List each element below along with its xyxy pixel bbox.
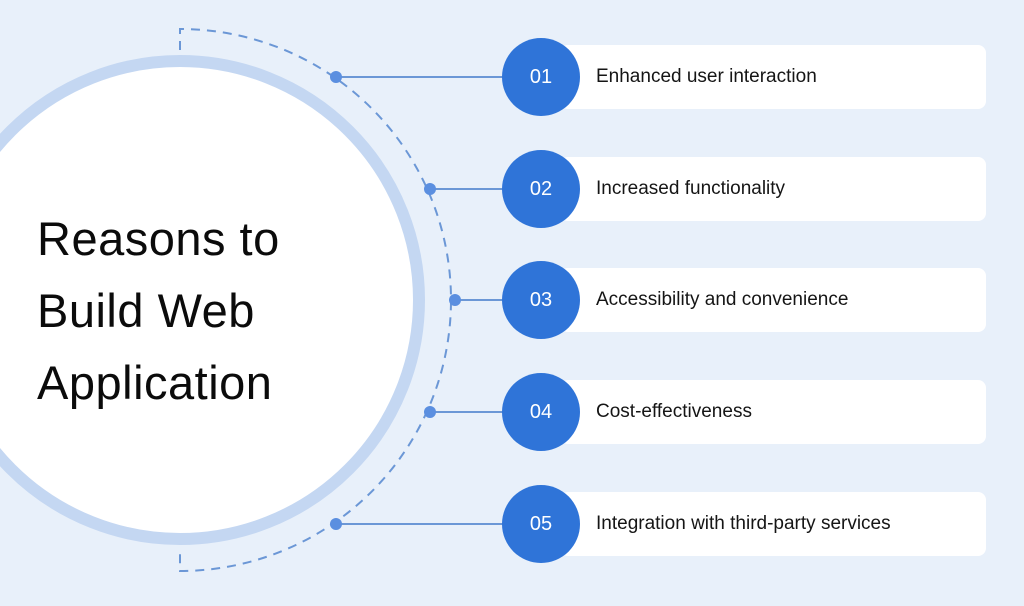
dashed-arc <box>179 27 452 573</box>
reason-label: Enhanced user interaction <box>596 66 817 87</box>
reason-label: Cost-effectiveness <box>596 401 752 422</box>
reason-label: Integration with third-party services <box>596 513 891 534</box>
reason-card-2: Increased functionality <box>560 157 986 221</box>
title-line: Build Web <box>37 284 255 337</box>
connector-lines <box>336 76 510 525</box>
reason-label: Accessibility and convenience <box>596 289 849 310</box>
reason-card-3: Accessibility and convenience <box>560 268 986 332</box>
connector-dots <box>330 71 461 530</box>
reason-number-badge: 02 <box>502 150 580 228</box>
reason-label: Increased functionality <box>596 178 786 199</box>
page-title: Reasons to Build Web Application <box>37 203 280 419</box>
reason-number-badge: 03 <box>502 261 580 339</box>
reason-number-badge: 04 <box>502 373 580 451</box>
title-line: Application <box>37 356 273 409</box>
reason-number-badge: 05 <box>502 485 580 563</box>
central-circle <box>0 55 425 545</box>
title-line: Reasons to <box>37 212 280 265</box>
reason-card-5: Integration with third-party services <box>560 492 986 556</box>
reason-number-badge: 01 <box>502 38 580 116</box>
reason-card-1: Enhanced user interaction <box>560 45 986 109</box>
reason-card-4: Cost-effectiveness <box>560 380 986 444</box>
